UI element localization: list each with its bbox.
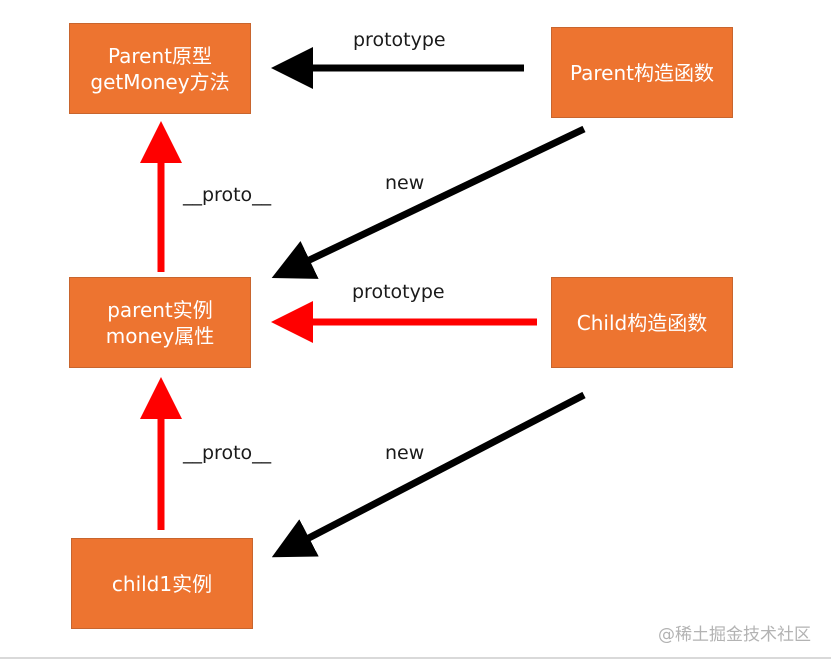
parent-instance-title: parent实例 bbox=[107, 297, 213, 322]
label-new-bottom: new bbox=[385, 442, 425, 464]
parent-constructor-node: Parent构造函数 bbox=[551, 27, 733, 118]
parent-prototype-title: Parent原型 bbox=[107, 43, 213, 68]
label-proto-bottom: __proto__ bbox=[183, 442, 272, 464]
arrow-new-parent bbox=[271, 125, 586, 279]
parent-constructor-label: Parent构造函数 bbox=[569, 60, 715, 85]
label-prototype-top: prototype bbox=[353, 29, 446, 51]
child-instance-label: child1实例 bbox=[111, 571, 213, 596]
parent-instance-node: parent实例 money属性 bbox=[69, 277, 251, 368]
child-instance-node: child1实例 bbox=[71, 538, 253, 629]
parent-instance-property: money属性 bbox=[105, 323, 215, 348]
label-prototype-mid: prototype bbox=[352, 281, 445, 303]
label-new-top: new bbox=[385, 172, 425, 194]
arrow-new-child bbox=[271, 391, 586, 558]
parent-prototype-method: getMoney方法 bbox=[90, 69, 230, 94]
parent-prototype-node: Parent原型 getMoney方法 bbox=[69, 23, 251, 114]
label-proto-top: __proto__ bbox=[183, 184, 272, 206]
child-constructor-label: Child构造函数 bbox=[576, 310, 708, 335]
watermark-text: @稀土掘金技术社区 bbox=[658, 625, 811, 645]
bottom-divider bbox=[0, 657, 831, 659]
child-constructor-node: Child构造函数 bbox=[551, 277, 733, 368]
